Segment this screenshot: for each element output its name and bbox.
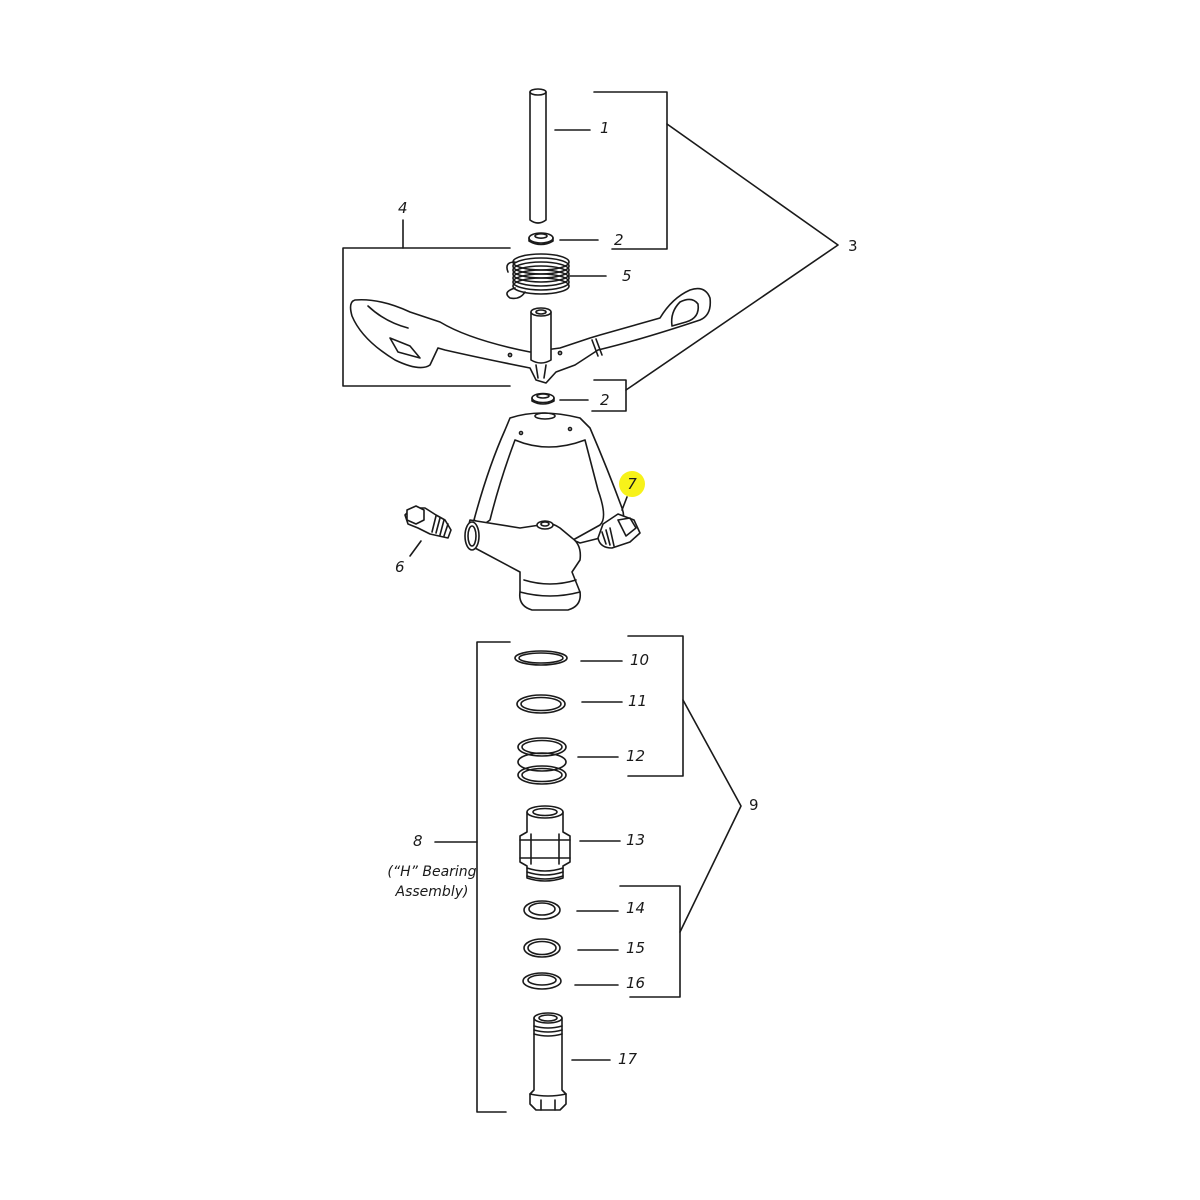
part-5-spring[interactable]	[506, 253, 570, 300]
bracket-4	[342, 247, 511, 387]
part-2-lower-washer[interactable]	[531, 392, 555, 405]
part-2-upper-washer[interactable]	[528, 232, 554, 246]
callout-8: 8	[413, 832, 423, 850]
callout-4: 4	[398, 199, 408, 217]
part-17-bearing-sleeve[interactable]	[529, 1012, 567, 1111]
callout-10: 10	[630, 651, 650, 669]
callout-7-highlighted[interactable]: 7	[619, 471, 645, 497]
callout-2-lower: 2	[600, 391, 610, 409]
callout-6: 6	[395, 558, 405, 576]
part-12-spring[interactable]	[517, 737, 567, 785]
part-10-washer[interactable]	[514, 650, 568, 666]
part-14-washer[interactable]	[523, 900, 561, 920]
callout-2-upper: 2	[614, 231, 624, 249]
bracket-3-upper	[593, 91, 668, 250]
part-4-arm[interactable]	[349, 287, 712, 384]
callout-3: 3	[848, 237, 858, 255]
leader-6	[409, 540, 422, 557]
callout-1: 1	[600, 119, 610, 137]
callout-9: 9	[749, 796, 759, 814]
bracket-8	[476, 641, 511, 1113]
callout-16: 16	[626, 974, 646, 992]
caption-8-line1: (“H” Bearing	[387, 864, 477, 880]
leader-3	[625, 123, 839, 391]
callout-7: 7	[627, 475, 637, 493]
part-15-o-ring[interactable]	[523, 938, 561, 958]
part-1-tube[interactable]	[529, 88, 547, 224]
caption-8-line2: Assembly)	[395, 884, 469, 900]
part-11-o-ring[interactable]	[516, 694, 566, 714]
callout-15: 15	[626, 939, 646, 957]
callout-11: 11	[628, 692, 648, 710]
sprinkler-body[interactable]	[464, 412, 625, 611]
callout-12: 12	[626, 747, 646, 765]
callout-14: 14	[626, 899, 646, 917]
callout-5: 5	[622, 267, 632, 285]
part-7-nozzle[interactable]	[597, 513, 641, 549]
leader-9	[679, 699, 742, 933]
bracket-9-lower	[619, 885, 681, 998]
bracket-9-upper	[627, 635, 684, 777]
part-16-washer[interactable]	[522, 972, 562, 990]
callout-13: 13	[626, 831, 646, 849]
caption-8: (“H” Bearing Assembly)	[382, 862, 482, 902]
part-13-bearing-nut[interactable]	[519, 805, 571, 882]
bracket-3-lower	[591, 379, 627, 412]
leader-7	[621, 496, 628, 511]
part-6-nozzle-plug[interactable]	[404, 505, 452, 539]
callout-17: 17	[618, 1050, 638, 1068]
